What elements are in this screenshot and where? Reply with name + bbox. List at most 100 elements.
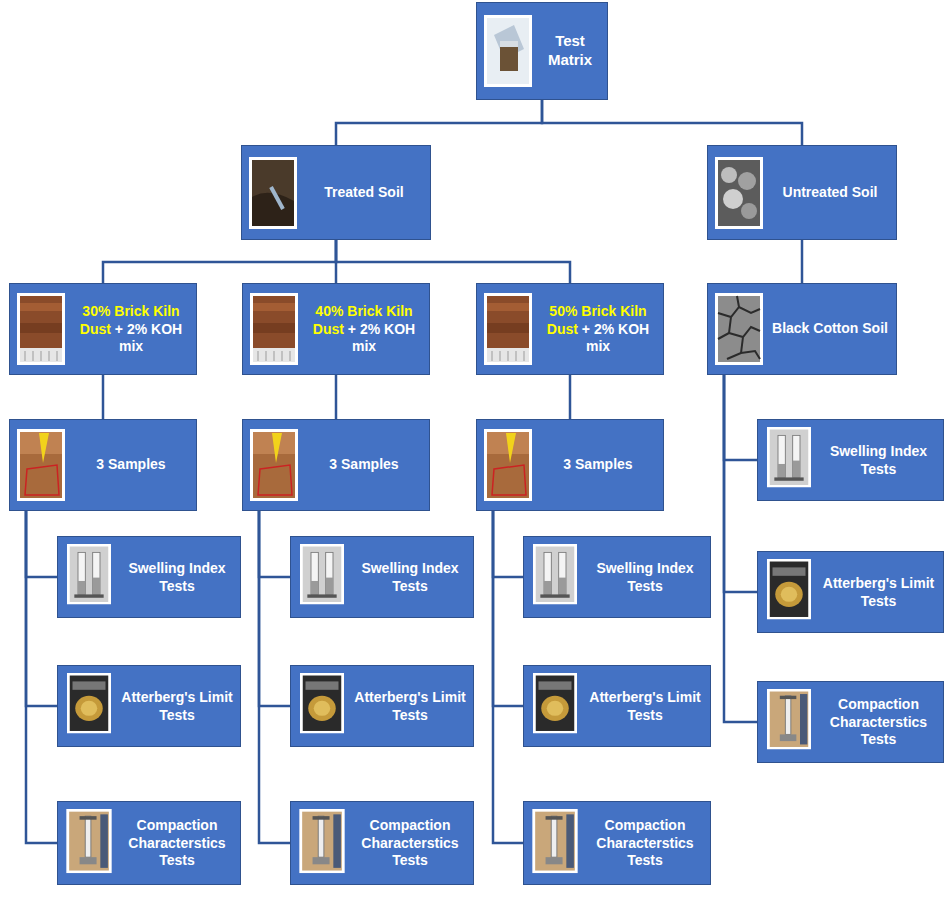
test-box: Compaction Characterstics Tests xyxy=(757,681,944,763)
test-box: Atterberg's Limit Tests xyxy=(757,551,944,633)
test-box: Swelling Index Tests xyxy=(57,536,241,618)
box-text: Untreated Soil xyxy=(783,184,878,200)
box-label: Untreated Soil xyxy=(770,184,890,202)
thumbnail-picture xyxy=(484,429,532,501)
tree-connector xyxy=(26,511,57,706)
sample-box: 3 Samples xyxy=(242,419,430,511)
tree-connector xyxy=(493,511,523,843)
box-text: Test Matrix xyxy=(548,32,592,68)
box-text: Swelling Index Tests xyxy=(830,443,927,477)
box-text: Compaction Characterstics Tests xyxy=(596,817,693,868)
tree-connector xyxy=(259,511,290,706)
thumbnail-picture xyxy=(531,673,579,739)
thumbnail-picture xyxy=(484,293,532,365)
thumbnail-picture xyxy=(765,559,813,625)
tree-connector xyxy=(724,375,757,722)
tree-connector xyxy=(336,240,570,283)
thumbnail-picture xyxy=(17,293,65,365)
thumbnail-picture xyxy=(531,544,579,610)
box-label: Treated Soil xyxy=(304,184,424,202)
box-label: Compaction Characterstics Tests xyxy=(120,817,234,870)
test-box: Compaction Characterstics Tests xyxy=(57,801,241,885)
box-label: Swelling Index Tests xyxy=(820,443,937,478)
test-box: Swelling Index Tests xyxy=(290,536,474,618)
thumbnail-picture xyxy=(765,689,813,755)
box-text: 3 Samples xyxy=(96,456,165,472)
box-text: 3 Samples xyxy=(563,456,632,472)
test-box: Compaction Characterstics Tests xyxy=(290,801,474,885)
root-box: Test Matrix xyxy=(476,2,608,100)
box-text: 3 Samples xyxy=(329,456,398,472)
tree-connector xyxy=(569,375,572,419)
box-text: + 2% KOH mix xyxy=(115,321,182,355)
box-text: Atterberg's Limit Tests xyxy=(823,575,934,609)
box-label: 30% Brick Kiln Dust+ 2% KOH mix xyxy=(72,303,190,356)
thumbnail-picture xyxy=(250,293,298,365)
box-label: Swelling Index Tests xyxy=(586,560,704,595)
box-text: Black Cotton Soil xyxy=(772,320,888,336)
category-box: Treated Soil xyxy=(241,145,431,240)
thumbnail-picture xyxy=(765,427,813,493)
box-label: Swelling Index Tests xyxy=(120,560,234,595)
tree-connector xyxy=(103,240,336,283)
box-label: Compaction Characterstics Tests xyxy=(353,817,467,870)
box-text: Compaction Characterstics Tests xyxy=(128,817,225,868)
tree-connector xyxy=(336,100,542,145)
box-label: 3 Samples xyxy=(539,456,657,474)
sample-box: 3 Samples xyxy=(9,419,197,511)
tree-connector xyxy=(493,511,523,577)
tree-connector xyxy=(335,375,338,419)
box-text: Atterberg's Limit Tests xyxy=(121,689,232,723)
box-text: Swelling Index Tests xyxy=(596,560,693,594)
test-box: Atterberg's Limit Tests xyxy=(57,665,241,747)
test-box: Swelling Index Tests xyxy=(757,419,944,501)
tree-connector xyxy=(26,511,57,577)
box-text: Treated Soil xyxy=(324,184,403,200)
box-label: 50% Brick Kiln Dust+ 2% KOH mix xyxy=(539,303,657,356)
box-text: Compaction Characterstics Tests xyxy=(830,696,927,747)
thumbnail-picture xyxy=(65,809,113,877)
box-text: Atterberg's Limit Tests xyxy=(354,689,465,723)
box-label: 3 Samples xyxy=(72,456,190,474)
category-box: Untreated Soil xyxy=(707,145,897,240)
test-box: Atterberg's Limit Tests xyxy=(290,665,474,747)
box-label: Test Matrix xyxy=(539,32,601,70)
thumbnail-picture xyxy=(17,429,65,501)
tree-connector xyxy=(542,100,802,145)
thumbnail-picture xyxy=(715,293,763,365)
thumbnail-picture xyxy=(250,429,298,501)
thumbnail-picture xyxy=(715,157,763,229)
box-text: Atterberg's Limit Tests xyxy=(589,689,700,723)
tree-connector xyxy=(102,375,105,419)
test-box: Atterberg's Limit Tests xyxy=(523,665,711,747)
box-text: + 2% KOH mix xyxy=(348,321,415,355)
box-label: Black Cotton Soil xyxy=(770,320,890,338)
box-label: Atterberg's Limit Tests xyxy=(120,689,234,724)
test-box: Swelling Index Tests xyxy=(523,536,711,618)
tree-connector xyxy=(259,511,290,577)
thumbnail-picture xyxy=(298,809,346,877)
tree-connector xyxy=(801,240,804,283)
mix-box: 50% Brick Kiln Dust+ 2% KOH mix xyxy=(476,283,664,375)
sample-box: 3 Samples xyxy=(476,419,664,511)
tree-connector xyxy=(724,375,757,592)
tree-connector xyxy=(259,511,290,843)
box-text: + 2% KOH mix xyxy=(582,321,649,355)
box-label: Swelling Index Tests xyxy=(353,560,467,595)
test-box: Compaction Characterstics Tests xyxy=(523,801,711,885)
soil-box: Black Cotton Soil xyxy=(707,283,897,375)
thumbnail-picture xyxy=(298,544,346,610)
thumbnail-picture xyxy=(65,544,113,610)
box-text: Compaction Characterstics Tests xyxy=(361,817,458,868)
box-text: Swelling Index Tests xyxy=(128,560,225,594)
box-label: Compaction Characterstics Tests xyxy=(586,817,704,870)
thumbnail-picture xyxy=(249,157,297,229)
box-label: Atterberg's Limit Tests xyxy=(353,689,467,724)
thumbnail-picture xyxy=(65,673,113,739)
tree-connector xyxy=(493,511,523,706)
box-label: 40% Brick Kiln Dust+ 2% KOH mix xyxy=(305,303,423,356)
box-label: Atterberg's Limit Tests xyxy=(586,689,704,724)
thumbnail-picture xyxy=(484,15,532,87)
tree-connector xyxy=(26,511,57,843)
